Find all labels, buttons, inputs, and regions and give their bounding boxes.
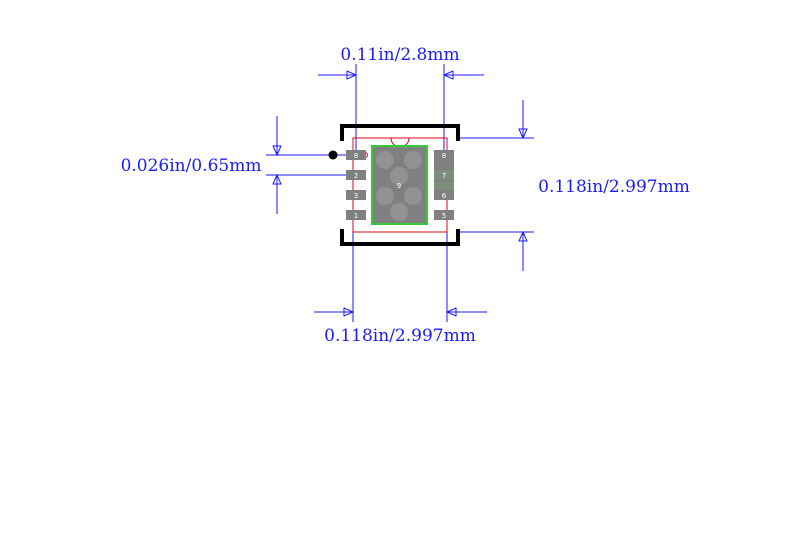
height-arrow-top [518, 128, 528, 140]
dimension-right-height [458, 100, 534, 271]
top-width-arrow-left [346, 70, 358, 80]
right-pad-column: 8 7 6 5 [434, 150, 454, 220]
pad-left-label-3: 3 [354, 192, 358, 200]
pad-left-4 [346, 210, 366, 220]
dimension-bottom-width-label: 0.118in/2.997mm [324, 326, 476, 346]
pad-right-merged [434, 150, 454, 200]
bottom-width-arrow-left [343, 307, 355, 317]
dimension-pitch [266, 116, 356, 214]
pad-right-label-1: 8 [442, 152, 446, 160]
pad-right-label-3: 6 [442, 192, 447, 200]
dimension-top-width [318, 64, 484, 152]
pad-right-overlap-band-1 [434, 170, 454, 180]
left-pad-column: 8 2 3 1 [346, 150, 366, 220]
thermal-pad-label: 9 [397, 182, 401, 190]
pad-right-4 [434, 210, 454, 220]
pin1-dot-icon [328, 150, 338, 160]
body-outline-bottom [340, 229, 460, 246]
dimension-pitch-label: 0.026in/0.65mm [121, 156, 262, 176]
pad-left-3 [346, 190, 366, 200]
thermal-via [404, 187, 422, 205]
thermal-pad: 9 [371, 145, 428, 225]
pad-left-1 [346, 150, 366, 160]
pad-right-overlap-band-2 [434, 182, 454, 190]
body-outline [340, 124, 460, 246]
pad-left-label-1: 8 [354, 152, 358, 160]
body-outline-top [340, 124, 460, 141]
pad-left-2 [346, 170, 366, 180]
dimension-right-height-label: 0.118in/2.997mm [538, 177, 690, 197]
top-width-arrow-right [442, 70, 454, 80]
dimension-top-width-label: 0.11in/2.8mm [340, 45, 459, 65]
pad-right-label-2: 7 [442, 172, 446, 180]
thermal-via [390, 203, 408, 221]
dimension-bottom-width [314, 222, 487, 322]
thermal-via [376, 151, 394, 169]
height-arrow-bottom [518, 230, 528, 242]
bottom-width-arrow-right [445, 307, 457, 317]
pitch-arrow-top [272, 145, 282, 157]
thermal-via [390, 167, 408, 185]
pad-right-label-4: 5 [442, 212, 446, 220]
thermal-via [376, 187, 394, 205]
pitch-arrow-bottom [272, 173, 282, 185]
pad-left-label-2: 2 [354, 172, 358, 180]
pad-left-label-4: 1 [354, 212, 358, 220]
thermal-via-pattern [376, 151, 422, 221]
thermal-via [404, 151, 422, 169]
